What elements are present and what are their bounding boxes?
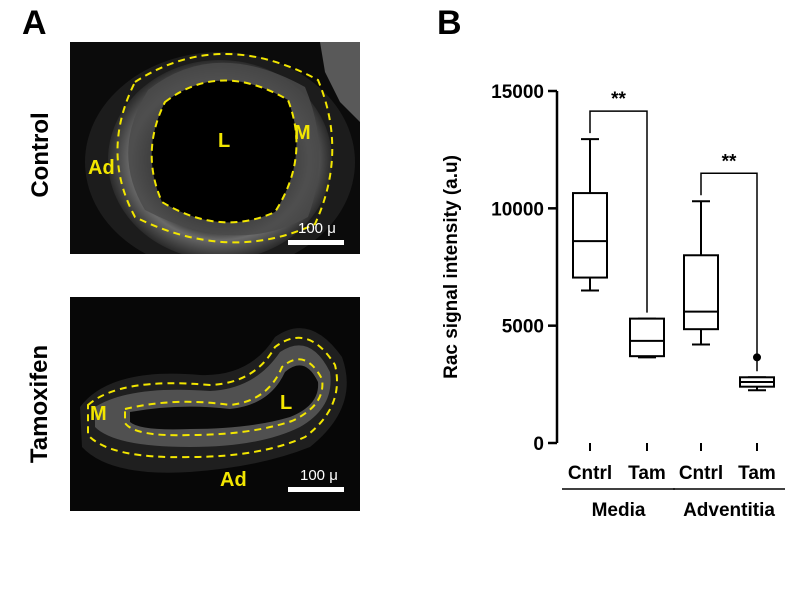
control-scale-bar <box>288 240 344 245</box>
tamoxifen-adventitia-label: Ad <box>220 469 247 491</box>
tamoxifen-media-inner-outline <box>124 358 324 437</box>
significance-bracket <box>700 172 758 372</box>
group-label: Adventitia <box>683 500 775 521</box>
control-adventitia-label: Ad <box>88 157 115 179</box>
control-lumen-label: L <box>218 130 231 152</box>
tamoxifen-vessel-image <box>70 297 360 511</box>
significance-label: ** <box>722 151 737 172</box>
x-category-label: Cntrl <box>568 463 612 484</box>
control-media-outer-outline <box>116 53 334 244</box>
tamoxifen-row-label: Tamoxifen <box>26 344 53 464</box>
control-media-inner-outline <box>150 79 298 224</box>
box <box>683 254 719 331</box>
tamoxifen-scale-label: 100 μ <box>300 467 338 484</box>
x-category-label: Tam <box>738 463 776 484</box>
control-vessel-image <box>70 42 360 254</box>
control-micrograph: L M Ad 100 μ <box>70 42 360 254</box>
y-tick-label: 15000 <box>491 82 544 103</box>
box <box>629 317 665 358</box>
control-scale-label: 100 μ <box>298 220 336 237</box>
y-tick-label: 5000 <box>502 317 544 338</box>
tamoxifen-scale-bar <box>288 487 344 492</box>
significance-bracket <box>589 110 648 313</box>
group-label: Media <box>592 500 646 521</box>
tamoxifen-lumen-label: L <box>280 392 293 414</box>
y-axis-label: Rac signal intensity (a.u) <box>441 155 462 379</box>
tamoxifen-media-outer-outline <box>87 336 338 459</box>
control-media-label: M <box>294 122 311 144</box>
significance-label: ** <box>611 89 626 110</box>
panel-b-letter: B <box>437 4 462 42</box>
panel-a-letter: A <box>22 4 47 42</box>
tamoxifen-media-label: M <box>90 403 107 425</box>
y-tick-label: 10000 <box>491 199 544 220</box>
y-tick-label: 0 <box>533 434 544 455</box>
control-row-label: Control <box>27 112 54 198</box>
box <box>572 192 608 279</box>
x-category-label: Tam <box>628 463 666 484</box>
tamoxifen-micrograph: L M Ad 100 μ <box>70 297 360 511</box>
x-category-label: Cntrl <box>679 463 723 484</box>
